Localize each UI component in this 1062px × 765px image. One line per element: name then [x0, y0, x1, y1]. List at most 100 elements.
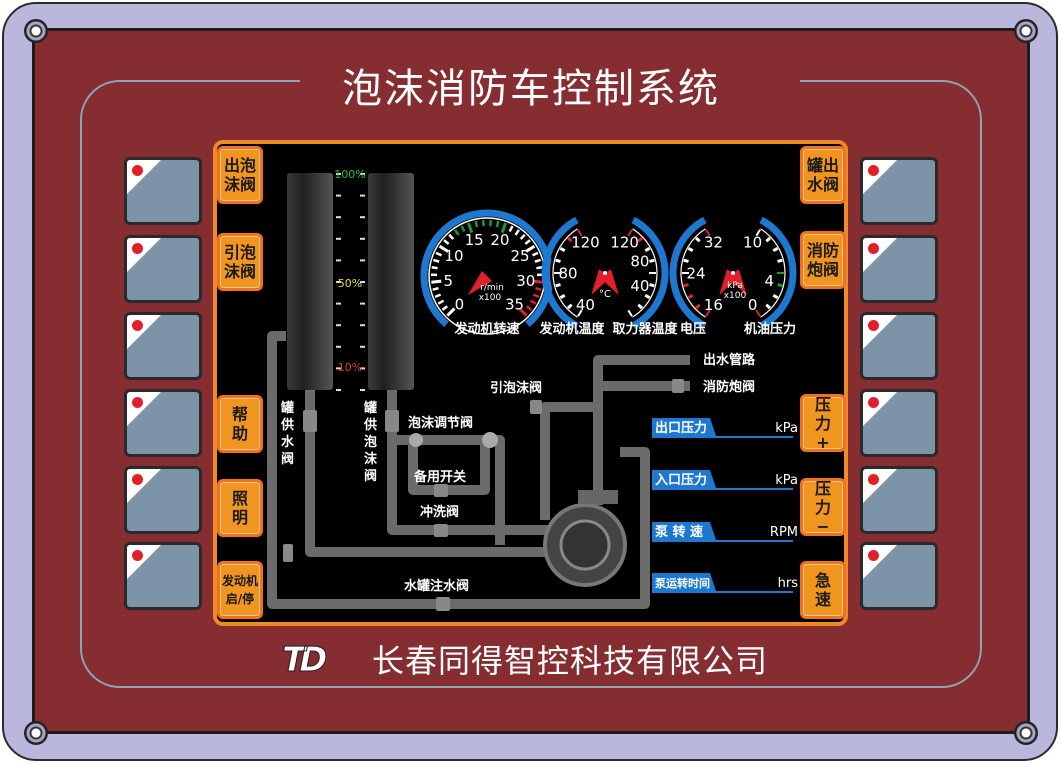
gauge-arc	[541, 216, 579, 330]
oil-pressure-multiplier: x100	[724, 291, 747, 301]
company-logo: TD	[281, 640, 327, 681]
indicator-led-icon	[132, 320, 143, 331]
left-softkey-4[interactable]	[124, 389, 202, 457]
screw-icon	[24, 721, 48, 745]
scale-tick	[336, 237, 341, 240]
gauge-needle	[599, 269, 619, 296]
gauge-tick	[777, 283, 783, 288]
gauge-tick	[518, 307, 528, 317]
readout-unit: RPM	[770, 525, 798, 540]
valve-icon	[436, 597, 450, 611]
gauge-tick	[577, 309, 583, 317]
readout-label-tab	[652, 418, 716, 436]
gauge-needle	[727, 269, 747, 296]
readout-label: 入口压力	[655, 472, 707, 488]
valve-icon	[672, 379, 684, 393]
idle-speed-button[interactable]: 急速	[800, 561, 846, 619]
foam-regulator-label: 泡沫调节阀	[408, 415, 473, 431]
scale-50: 50%	[338, 277, 362, 290]
pressure-up-button[interactable]: 压力+	[800, 394, 846, 452]
backup-switch-label: 备用开关	[413, 469, 466, 485]
gauge-arc	[631, 216, 669, 330]
indicator-led-icon	[132, 243, 143, 254]
gauge-tick-label: 80	[558, 265, 577, 283]
tank-fill-valve-label: 水罐注水阀	[404, 578, 469, 594]
pipe	[267, 331, 650, 609]
gauge-tick-label: 25	[510, 247, 529, 265]
gauge-tick	[536, 266, 543, 270]
indicator-led-icon	[868, 550, 879, 561]
gauge-tick-label: 80	[630, 252, 649, 270]
gauge-tick-label: 15	[465, 231, 484, 249]
gauge-tick	[683, 283, 689, 288]
gauge-tick-label: 4	[764, 272, 774, 290]
gauge-tick	[637, 303, 644, 310]
gauge-tick	[559, 246, 566, 253]
gauge-tick	[525, 244, 536, 253]
left-softkey-1[interactable]	[124, 157, 202, 225]
gauge-tick-label: 35	[505, 295, 524, 313]
scale-tick	[360, 194, 365, 197]
left-softkey-5[interactable]	[124, 466, 202, 534]
foam-outlet-valve-button[interactable]: 出泡沫阀	[217, 146, 263, 204]
gauge-needle	[467, 271, 492, 296]
foam-intake-valve-button[interactable]: 引泡沫阀	[217, 233, 263, 291]
left-softkey-3[interactable]	[124, 312, 202, 380]
scale-tick	[360, 216, 365, 219]
valve-icon	[303, 410, 317, 432]
readout-unit: kPa	[775, 473, 798, 488]
indicator-led-icon	[868, 243, 879, 254]
indicator-led-icon	[132, 550, 143, 561]
readout-label: 泵 转 速	[655, 524, 703, 540]
gauge-tick	[448, 233, 455, 240]
scale-tick	[360, 367, 365, 370]
scale-tick	[336, 194, 341, 197]
scale-tick	[360, 281, 365, 283]
readout-label: 出口压力	[655, 420, 707, 436]
lighting-button[interactable]: 照明	[217, 479, 263, 537]
tank-level-scale	[336, 173, 365, 391]
right-softkey-5[interactable]	[860, 466, 938, 534]
gauge-tick	[644, 293, 651, 300]
screw-icon	[24, 19, 48, 43]
pressure-down-button[interactable]: 压力−	[800, 478, 846, 536]
scale-tick	[360, 302, 365, 305]
rpm-gauge-label: 发动机转速	[453, 321, 519, 337]
gauge-tick	[446, 307, 456, 317]
right-softkey-6[interactable]	[860, 542, 938, 610]
help-button[interactable]: 帮助	[217, 395, 263, 453]
right-softkey-1[interactable]	[860, 157, 938, 225]
left-softkey-6[interactable]	[124, 542, 202, 610]
gauge-tick	[765, 236, 772, 243]
right-softkey-3[interactable]	[860, 312, 938, 380]
engine-start-stop-button[interactable]: 发动机启/停	[217, 561, 263, 619]
valve-icon	[434, 484, 448, 497]
tank-outlet-valve-button[interactable]: 罐出水阀	[800, 146, 846, 204]
right-softkey-4[interactable]	[860, 389, 938, 457]
valve-icon	[434, 524, 448, 537]
scale-tick	[360, 324, 365, 327]
scale-tick	[336, 324, 341, 327]
gauge-tick	[514, 229, 520, 236]
monitor-valve-button[interactable]: 消防炮阀	[800, 231, 846, 289]
gauge-rim	[632, 228, 658, 318]
foam-valve-label: 罐供泡沫阀	[363, 400, 378, 484]
scale-10: 10%	[338, 361, 362, 374]
gauge-tick	[432, 287, 439, 291]
right-softkey-2[interactable]	[860, 235, 938, 303]
left-softkey-2[interactable]	[124, 235, 202, 303]
gauge-tick	[694, 303, 701, 310]
gauge-tick	[474, 220, 479, 228]
gauge-tick	[559, 293, 566, 300]
gauge-tick	[687, 246, 694, 253]
indicator-led-icon	[868, 397, 879, 408]
indicator-led-icon	[868, 474, 879, 485]
gauge-tick	[467, 222, 474, 234]
gauge-tick	[555, 283, 561, 288]
scale-tick	[360, 237, 365, 240]
gauge-tick	[755, 229, 761, 237]
